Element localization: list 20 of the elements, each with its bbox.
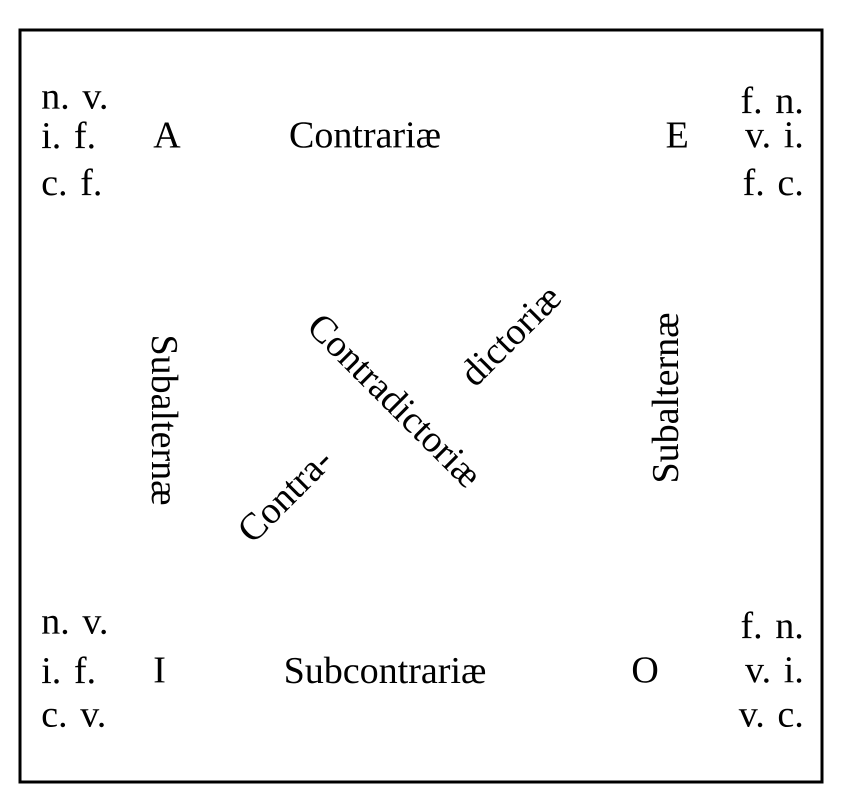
abbreviation: c. f.	[42, 168, 100, 196]
relation-label: Subalternæ	[152, 337, 178, 504]
abbreviation: n. v.	[42, 90, 106, 110]
abbreviation: f. n.	[742, 86, 802, 114]
corner-letter: O	[632, 657, 658, 683]
corner-letter: E	[666, 122, 687, 148]
corner-letter: A	[154, 122, 180, 148]
corner-letter: I	[154, 658, 165, 682]
abbreviation: f. n.	[742, 611, 802, 639]
abbreviation: i. f.	[42, 656, 94, 684]
relation-label: Subcontrariæ	[286, 656, 486, 684]
abbreviation: v. i.	[745, 657, 802, 683]
abbreviation: f. c.	[744, 168, 802, 196]
abbreviation: v. c.	[738, 708, 802, 728]
abbreviation: v. i.	[745, 122, 802, 148]
relation-label: Contrariæ	[290, 122, 440, 148]
relation-label: Subalternæ	[652, 314, 678, 481]
abbreviation: n. v.	[42, 616, 106, 634]
abbreviation: i. f.	[42, 121, 94, 149]
abbreviation: c. v.	[42, 708, 104, 728]
